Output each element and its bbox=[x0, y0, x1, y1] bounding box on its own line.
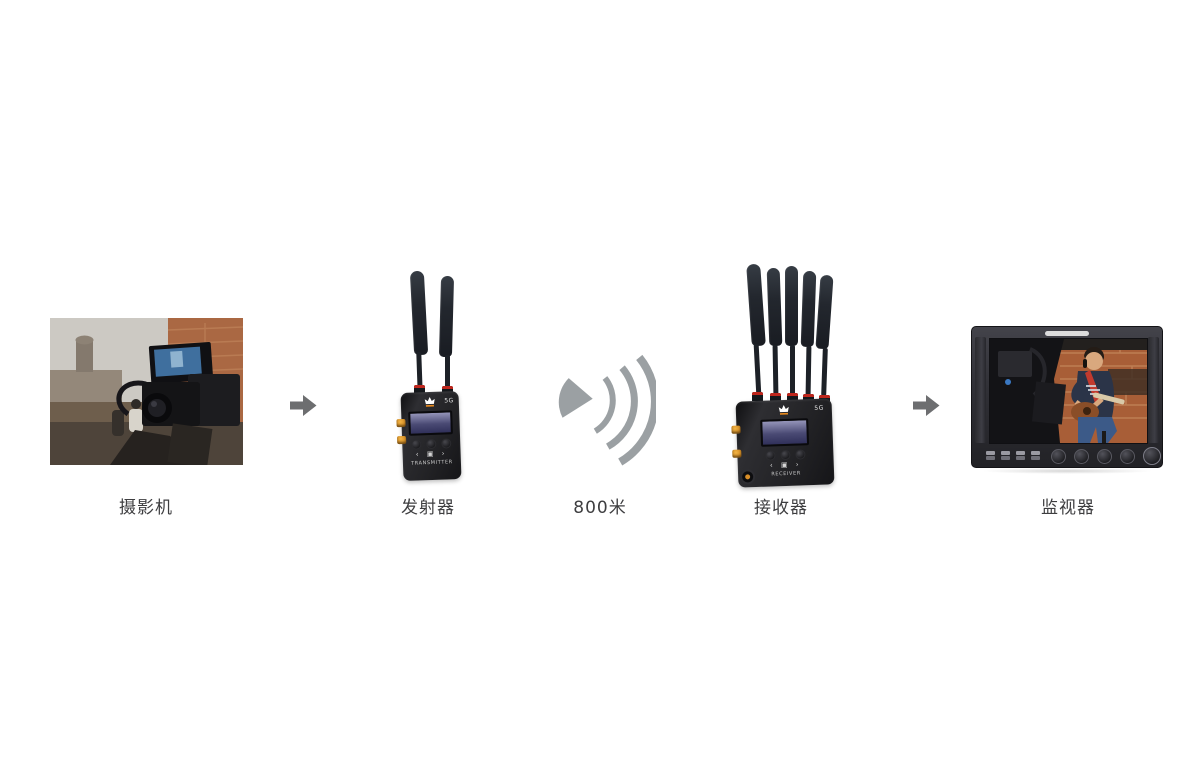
antenna-mount bbox=[787, 393, 798, 402]
monitor-knob bbox=[1120, 448, 1135, 464]
device-button-row bbox=[765, 449, 806, 461]
monitor-screen-illustration bbox=[990, 339, 1147, 443]
label-distance: 800米 bbox=[573, 498, 627, 518]
antenna-stem bbox=[753, 343, 762, 397]
monitor-right-rail bbox=[1148, 337, 1159, 443]
monitor-button bbox=[986, 456, 995, 460]
monitor-knob bbox=[1074, 448, 1089, 464]
device-button bbox=[795, 449, 806, 460]
antenna-stem bbox=[772, 344, 779, 397]
monitor-knob bbox=[1051, 448, 1066, 464]
device-button bbox=[765, 450, 776, 461]
monitor-button bbox=[1031, 451, 1040, 455]
device-name-label: RECEIVER bbox=[771, 470, 801, 478]
antenna-icon bbox=[746, 263, 766, 347]
sma-connector bbox=[732, 449, 742, 458]
antenna-stem bbox=[821, 347, 828, 397]
device-button bbox=[780, 449, 791, 461]
arrow-right-icon bbox=[290, 394, 317, 417]
antenna-stem bbox=[445, 355, 450, 394]
monitor-knob-row bbox=[1051, 447, 1161, 465]
antenna-mount bbox=[442, 386, 453, 395]
antenna-icon bbox=[815, 274, 834, 350]
nav-controls: ‹ ▣ › bbox=[769, 460, 802, 470]
label-monitor: 监视器 bbox=[1041, 498, 1095, 518]
sma-connector bbox=[731, 425, 741, 434]
device-button bbox=[426, 438, 437, 450]
monitor-power-knob bbox=[1143, 447, 1161, 465]
antenna-icon bbox=[438, 275, 455, 358]
monitor-left-rail bbox=[975, 337, 986, 443]
sma-connector bbox=[396, 418, 406, 428]
nav-controls: ‹ ▣ › bbox=[415, 449, 448, 459]
antenna-icon bbox=[785, 266, 798, 346]
camera-photo bbox=[50, 318, 243, 465]
device-lcd-screen bbox=[760, 418, 810, 447]
device-button bbox=[441, 438, 452, 449]
monitor-button bbox=[1001, 456, 1010, 460]
arrow-right-icon bbox=[913, 394, 940, 417]
brand-crown-logo-icon bbox=[424, 397, 435, 407]
brand-crown-logo-icon bbox=[778, 405, 789, 415]
device-button bbox=[411, 439, 422, 450]
device-button-row bbox=[411, 438, 452, 450]
receiver-body: 5G ‹ ▣ › RECEIVER bbox=[731, 398, 835, 488]
antenna-mount bbox=[752, 392, 763, 401]
transmitter-body: 5G ‹ ▣ › TRANSMITTER bbox=[396, 391, 462, 481]
monitor-screen bbox=[989, 338, 1148, 444]
wireless-signal-icon bbox=[554, 346, 659, 466]
label-transmitter: 发射器 bbox=[401, 498, 455, 518]
transmitter-device: 5G ‹ ▣ › TRANSMITTER bbox=[396, 268, 466, 482]
antenna-stem bbox=[790, 345, 795, 396]
antenna-icon bbox=[766, 267, 783, 347]
antenna-mount bbox=[770, 393, 781, 402]
camera-photo-illustration bbox=[50, 318, 243, 465]
monitor-button bbox=[1016, 451, 1025, 455]
monitor-control-bar bbox=[976, 447, 1161, 465]
monitor-handle-tab bbox=[1045, 331, 1089, 336]
device-name-label: TRANSMITTER bbox=[410, 459, 453, 467]
sma-connector bbox=[396, 435, 407, 445]
monitor-button bbox=[1031, 456, 1040, 460]
monitor-button bbox=[1016, 456, 1025, 460]
label-receiver: 接收器 bbox=[754, 498, 808, 518]
monitor-knob bbox=[1097, 448, 1112, 464]
monitor-device bbox=[971, 326, 1163, 468]
device-lcd-screen bbox=[408, 410, 453, 436]
receiver-device: 5G ‹ ▣ › RECEIVER bbox=[731, 258, 837, 490]
monitor-button bbox=[1001, 451, 1010, 455]
power-connector bbox=[739, 469, 756, 485]
badge-5g: 5G bbox=[814, 404, 824, 412]
monitor-button bbox=[986, 451, 995, 455]
antenna-icon bbox=[409, 270, 429, 356]
antenna-icon bbox=[800, 270, 817, 348]
monitor-shadow bbox=[981, 468, 1153, 474]
antenna-mount bbox=[414, 385, 425, 394]
monitor-button-grid bbox=[986, 451, 1042, 461]
badge-5g: 5G bbox=[444, 397, 454, 405]
label-camera: 摄影机 bbox=[119, 498, 173, 518]
antenna-stem bbox=[805, 345, 812, 397]
